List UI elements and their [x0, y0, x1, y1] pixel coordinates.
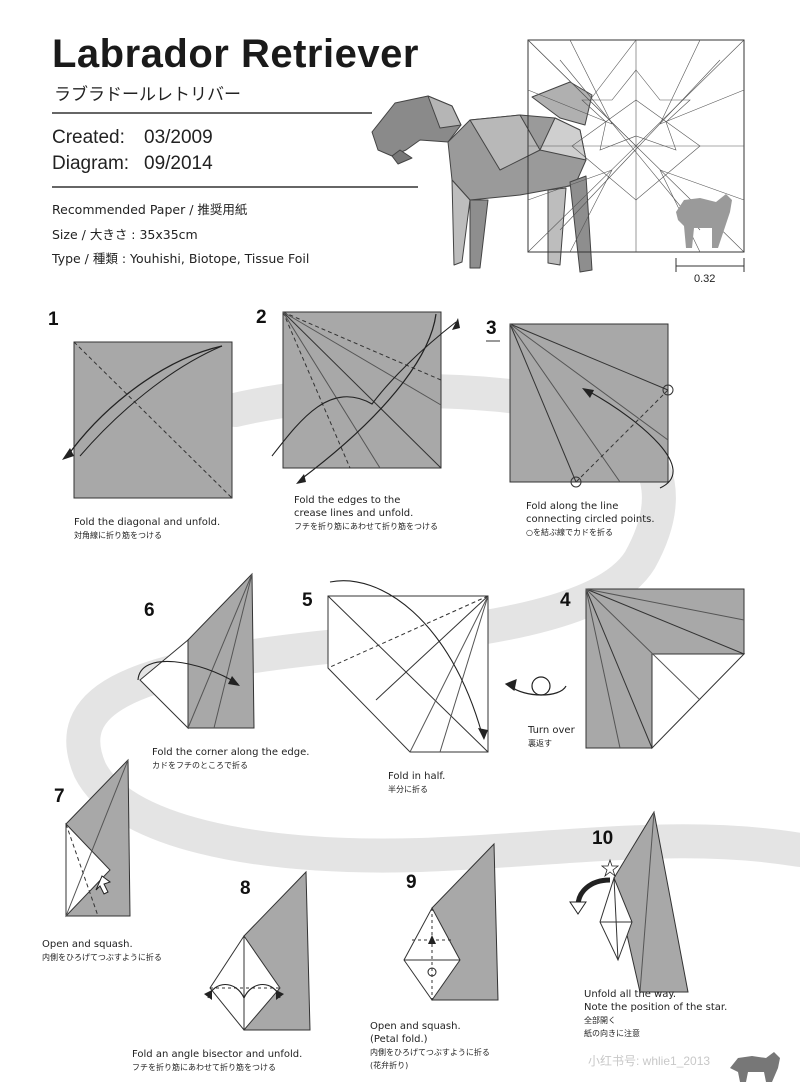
measure-bracket	[675, 258, 745, 272]
squash-pointer-icon	[95, 875, 112, 895]
diagram-label: Diagram:	[52, 153, 130, 174]
step-3-caption: Fold along the line connecting circled p…	[526, 501, 655, 537]
step-5-diagram	[327, 580, 489, 753]
step-2-number: 2	[256, 307, 267, 328]
step-3-diagram	[509, 323, 674, 489]
step-9-caption: Open and squash. (Petal fold.) 内側をひろげてつぶ…	[370, 1021, 490, 1070]
diagram-value: 09/2014	[144, 153, 213, 174]
recommended-paper: Recommended Paper / 推奨用紙	[52, 202, 248, 217]
step-5-number: 5	[302, 590, 313, 611]
step-3-number: 3	[486, 318, 497, 339]
step-7-caption: Open and squash. 内側をひろげてつぶすように折る	[42, 939, 162, 962]
step-8-caption: Fold an angle bisector and unfold. フチを折り…	[132, 1049, 303, 1072]
watermark: 小红书号: whlie1_2013	[588, 1054, 711, 1068]
step-6-diagram	[137, 572, 255, 730]
star-icon	[600, 858, 620, 878]
step-10-caption: Unfold all the way. Note the position of…	[584, 989, 728, 1038]
step-10-number: 10	[592, 828, 614, 849]
step-4-number: 4	[560, 590, 571, 611]
step-7-diagram	[65, 758, 131, 918]
labrador-model-illustration	[371, 81, 593, 273]
page-title: Labrador Retriever	[52, 32, 419, 76]
step-9-number: 9	[406, 872, 417, 893]
mini-dog-icon	[676, 194, 732, 248]
step-2-diagram	[271, 311, 460, 484]
paper-size: Size / 大きさ : 35x35cm	[52, 227, 198, 242]
step-5-caption: Fold in half. 半分に折る	[388, 771, 446, 794]
turn-over-icon	[504, 676, 567, 696]
step-8-diagram	[204, 870, 311, 1031]
step-8-number: 8	[240, 878, 251, 899]
step-9-diagram	[403, 842, 499, 1001]
footer-dog-icon	[730, 1052, 780, 1082]
step-4-diagram	[585, 588, 746, 750]
crease-measure: 0.32	[694, 273, 716, 285]
created-value: 03/2009	[144, 127, 213, 148]
step-4-caption: Turn over 裏返す	[528, 725, 575, 748]
created-row: Created: 03/2009	[52, 127, 213, 149]
step-7-number: 7	[54, 786, 65, 807]
step-10-diagram	[569, 810, 689, 993]
step-1-caption: Fold the diagonal and unfold. 対角線に折り筋をつけ…	[74, 517, 221, 540]
created-label: Created:	[52, 127, 125, 148]
step-6-number: 6	[144, 600, 155, 621]
step-1-number: 1	[48, 309, 59, 330]
step-2-caption: Fold the edges to the crease lines and u…	[294, 495, 438, 531]
step-1-diagram	[62, 341, 233, 499]
diagram-row: Diagram: 09/2014	[52, 153, 213, 175]
page-subtitle: ラブラドールレトリバー	[54, 85, 241, 105]
paper-type: Type / 種類 : Youhishi, Biotope, Tissue Fo…	[52, 251, 310, 266]
step-6-caption: Fold the corner along the edge. カドをフチのとこ…	[152, 747, 310, 770]
